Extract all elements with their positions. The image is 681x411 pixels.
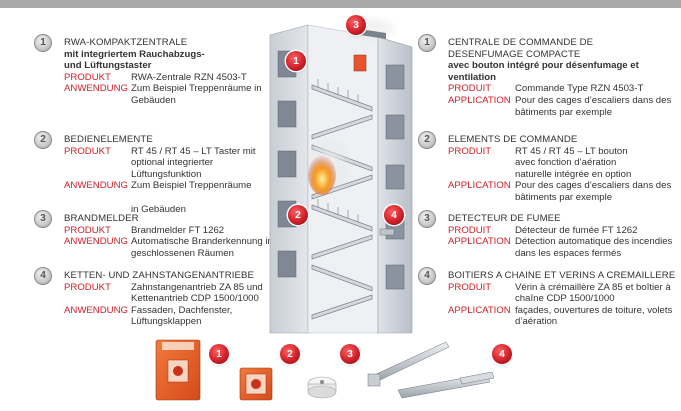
number-4-icon: 4	[34, 267, 52, 285]
product-label: PRODUKT	[64, 145, 111, 157]
product-value: Commande Type RZN 4503-T	[515, 83, 644, 95]
application-row: ANWENDUNG Automatische Branderkennung in…	[64, 236, 274, 259]
product-badge-4: 4	[492, 344, 512, 364]
application-value: Pour des cages d’escaliers dans des bâti…	[515, 180, 672, 203]
product-value: RT 45 / RT 45 – LT bouton avec fonction …	[515, 145, 632, 180]
application-label: ANWENDUNG	[64, 236, 128, 248]
section-title: BEDIENELEMENTE	[64, 134, 153, 145]
push-button-image	[239, 367, 273, 401]
rack-actuator-image	[397, 371, 495, 399]
application-value: Fassaden, Dachfenster, Lüftungsklappen	[131, 304, 233, 328]
application-value: Zum Beispiel Treppenräume in Gebäuden	[131, 83, 262, 106]
product-row: PRODUIT RT 45 / RT 45 – LT bouton avec f…	[448, 146, 676, 181]
application-label: ANWENDUNG	[64, 180, 128, 192]
product-row: PRODUKT RT 45 / RT 45 – LT Taster mit op…	[64, 146, 274, 181]
product-row: PRODUIT Détecteur de fumée FT 1262	[448, 225, 676, 237]
application-row: APPLICATION Pour des cages d’escaliers d…	[448, 180, 676, 203]
building-badge-1: 1	[286, 51, 306, 71]
product-value: Brandmelder FT 1262	[131, 224, 225, 236]
application-row: APPLICATION façades, ouvertures de toitu…	[448, 305, 676, 328]
product-label: PRODUIT	[448, 281, 492, 293]
product-row: PRODUKT RWA-Zentrale RZN 4503-T	[64, 72, 274, 84]
product-label: PRODUIT	[448, 83, 492, 95]
application-value: Détection automatique des incendies dans…	[515, 236, 673, 259]
section-subtitle: mit integriertem Rauchabzugs- und Lüftun…	[64, 48, 205, 72]
application-label: APPLICATION	[448, 236, 511, 248]
product-images	[155, 339, 495, 401]
product-label: PRODUKT	[64, 224, 111, 236]
product-value: Vérin à crémaillère ZA 85 et boîtier à c…	[515, 281, 671, 305]
product-label: PRODUIT	[448, 224, 492, 236]
application-row: ANWENDUNG Zum Beispiel Treppenräume	[64, 180, 274, 192]
building-badge-3: 3	[346, 15, 366, 35]
section-title: DETECTEUR DE FUMEE	[448, 213, 561, 224]
application-value-extra: in Gebäuden	[131, 203, 186, 215]
products-row: 1 2 3 4	[0, 330, 681, 411]
section-title: ELEMENTS DE COMMANDE	[448, 134, 578, 145]
application-row: ANWENDUNG Zum Beispiel Treppenräume in G…	[64, 83, 274, 106]
application-value: façades, ouvertures de toiture, volets d…	[515, 304, 673, 328]
product-row: PRODUIT Vérin à crémaillère ZA 85 et boî…	[448, 282, 676, 305]
application-value: Pour des cages d’escaliers dans des bâti…	[515, 94, 672, 118]
building-illustration: 1 3 2 4	[268, 15, 414, 335]
application-label: APPLICATION	[448, 180, 511, 192]
product-badge-3: 3	[340, 344, 360, 364]
product-value: Zahnstangenantrieb ZA 85 und Kettenantri…	[131, 281, 263, 305]
product-badge-1: 1	[209, 344, 229, 364]
application-value: Automatische Branderkennung in geschloss…	[131, 236, 273, 259]
application-row: ANWENDUNG Fassaden, Dachfenster, Lüftung…	[64, 305, 274, 328]
number-1-icon: 1	[418, 34, 436, 52]
product-label: PRODUIT	[448, 145, 492, 157]
product-value: Détecteur de fumée FT 1262	[515, 224, 638, 236]
section-title: BOITIERS A CHAINE ET VERINS A CREMAILLER…	[448, 270, 676, 281]
smoke-detector-image	[307, 376, 337, 399]
section-title: RWA-KOMPAKTZENTRALE	[64, 37, 188, 48]
product-row: PRODUIT Commande Type RZN 4503-T	[448, 83, 676, 95]
product-label: PRODUKT	[64, 281, 111, 293]
product-row: PRODUKT Zahnstangenantrieb ZA 85 und Ket…	[64, 282, 274, 305]
control-panel-image	[155, 339, 201, 401]
application-label: APPLICATION	[448, 304, 511, 316]
product-value: RT 45 / RT 45 – LT Taster mit optional i…	[131, 145, 256, 180]
number-2-icon: 2	[418, 131, 436, 149]
application-row: APPLICATION Détection automatique des in…	[448, 236, 676, 259]
building-cutaway-image	[269, 15, 413, 334]
application-label: ANWENDUNG	[64, 83, 128, 95]
building-badge-4: 4	[384, 205, 404, 225]
number-3-icon: 3	[418, 210, 436, 228]
section-subtitle: avec bouton intégré pour désenfumage et …	[448, 60, 639, 83]
number-2-icon: 2	[34, 131, 52, 149]
product-badge-2: 2	[280, 344, 300, 364]
product-label: PRODUKT	[64, 71, 111, 83]
application-label: ANWENDUNG	[64, 304, 128, 316]
top-bar	[0, 0, 681, 8]
product-row: PRODUKT Brandmelder FT 1262	[64, 225, 274, 237]
chain-actuator-image	[367, 341, 450, 387]
application-value: Zum Beispiel Treppenräume	[131, 180, 252, 192]
number-3-icon: 3	[34, 210, 52, 228]
section-title: CENTRALE DE COMMANDE DE DESENFUMAGE COMP…	[448, 37, 594, 60]
section-title: KETTEN- UND ZAHNSTANGENANTRIEBE	[64, 270, 255, 281]
application-row: APPLICATION Pour des cages d’escaliers d…	[448, 95, 676, 118]
section-title: BRANDMELDER	[64, 213, 139, 224]
application-label: APPLICATION	[448, 94, 511, 106]
building-badge-2: 2	[288, 205, 308, 225]
product-value: RWA-Zentrale RZN 4503-T	[131, 71, 247, 83]
number-1-icon: 1	[34, 34, 52, 52]
number-4-icon: 4	[418, 267, 436, 285]
